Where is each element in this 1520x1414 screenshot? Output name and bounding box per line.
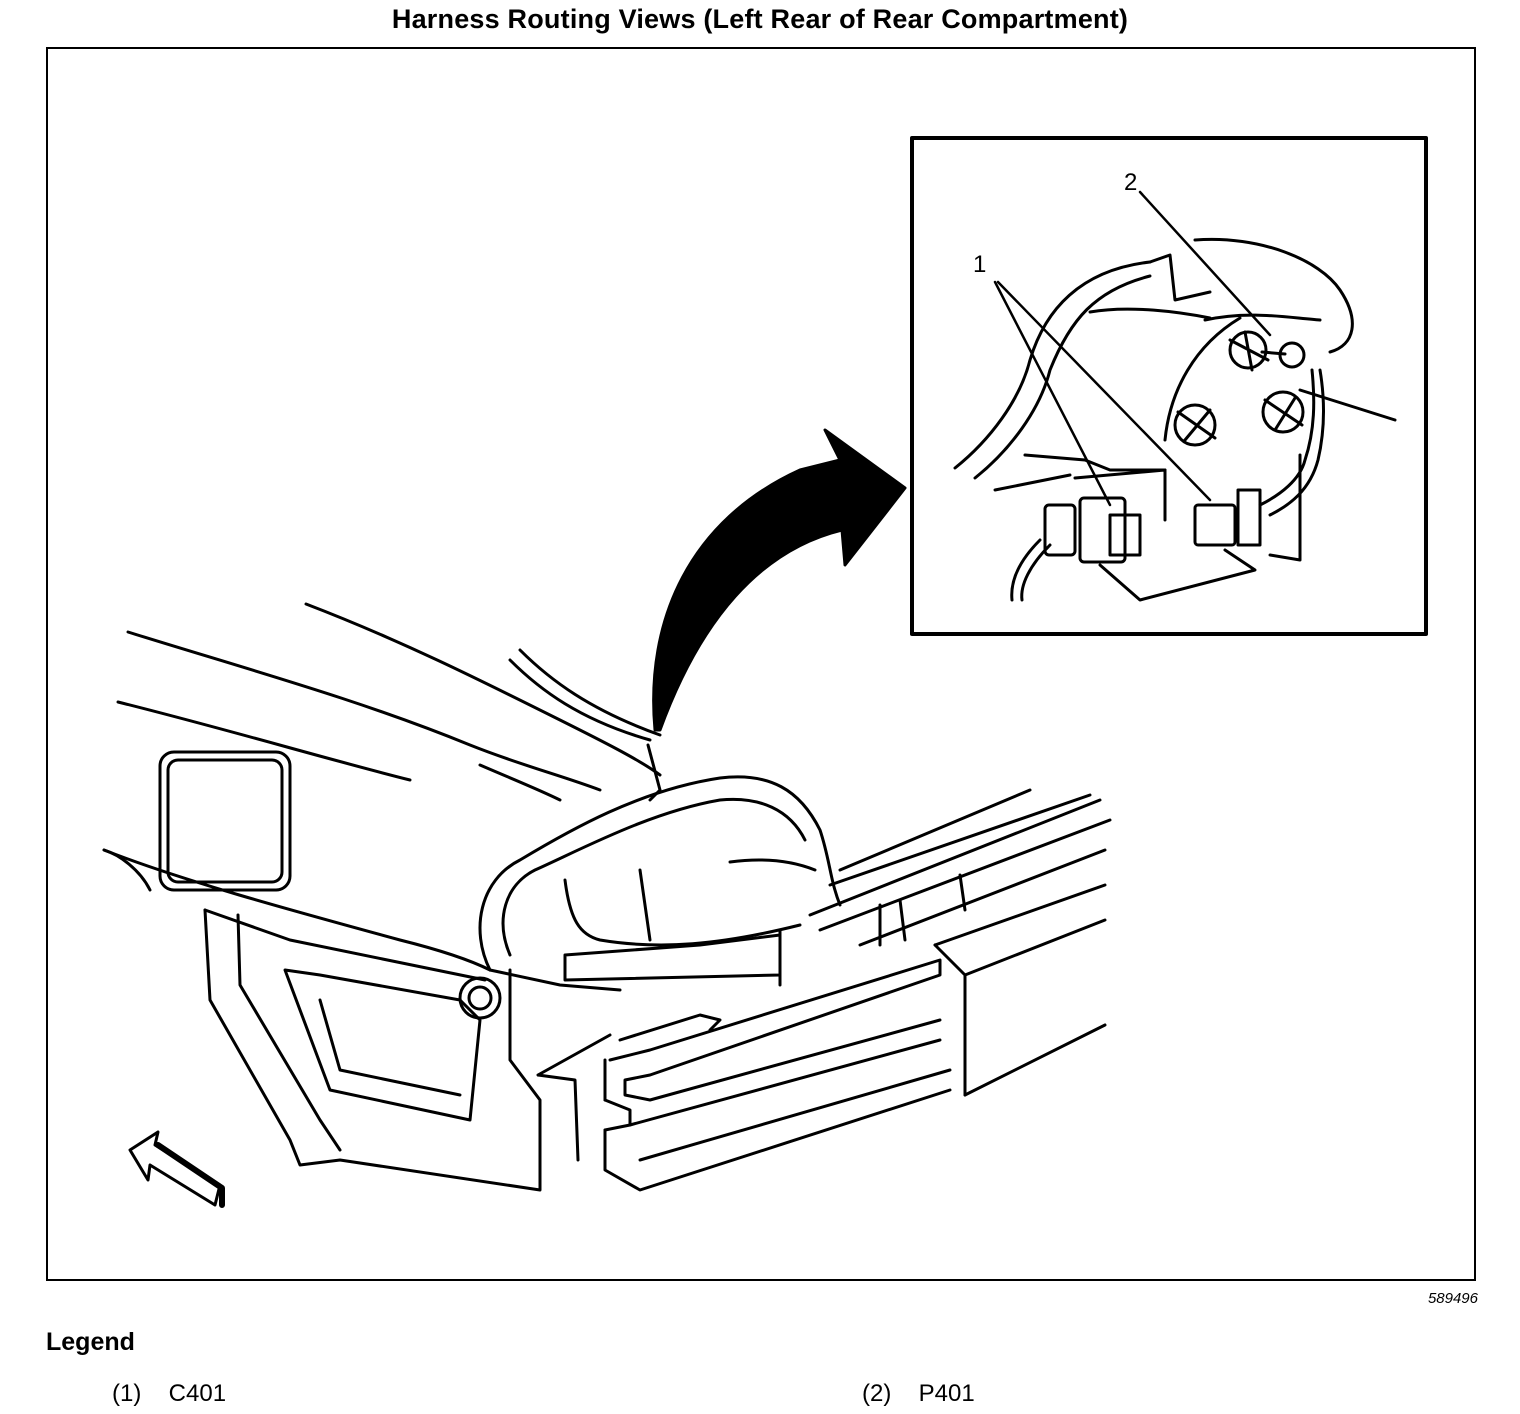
legend-item: (1) C401	[112, 1380, 226, 1408]
leader-line-1	[996, 280, 1212, 502]
legend-item-label: P401	[918, 1380, 975, 1407]
leader-line-2	[1138, 190, 1272, 337]
legend-item: (2) P401	[862, 1380, 975, 1408]
impact-beam	[608, 958, 942, 1102]
quarter-panel-recess	[283, 968, 482, 1122]
inset-artwork	[953, 237, 1397, 602]
body-contour-line	[304, 602, 662, 777]
diagram-title: Harness Routing Views (Left Rear of Rear…	[391, 4, 1129, 34]
bumper-top-line	[808, 798, 1102, 917]
body-contour-line	[508, 658, 652, 742]
quarter-panel-recess-inner	[318, 998, 462, 1097]
tail-light-housing-inner	[501, 797, 807, 957]
bumper-end	[963, 918, 1107, 977]
legend-item-label: C401	[168, 1380, 227, 1407]
callout-label-2: 2	[1124, 169, 1137, 196]
bumper-face	[858, 848, 1107, 947]
body-contour-line	[126, 630, 602, 792]
bumper-top-line	[818, 818, 1112, 932]
tail-light-lower	[563, 933, 782, 982]
legend-heading: Legend	[46, 1328, 135, 1356]
bumper-end	[963, 1023, 1107, 1097]
bumper-top-line	[838, 788, 1032, 872]
beam-bracket	[536, 1033, 612, 1162]
figure-number: 589496	[1427, 1290, 1478, 1307]
callout-label-1: 1	[973, 251, 986, 278]
tail-light-housing	[478, 775, 842, 972]
bolt-head	[458, 976, 502, 1020]
tail-light-rib	[638, 868, 652, 942]
tail-light-lower	[563, 878, 802, 947]
body-contour-line	[478, 763, 562, 802]
direction-arrow-shadow	[155, 1142, 225, 1208]
detail-inset	[910, 136, 1428, 636]
bumper-top-line	[828, 793, 1092, 887]
impact-beam	[628, 1038, 942, 1127]
fuel-door	[158, 750, 292, 892]
quarter-panel	[203, 908, 542, 1192]
bumper-face	[778, 873, 967, 987]
direction-arrow	[128, 1130, 222, 1207]
quarter-panel-inner	[236, 913, 342, 1152]
body-contour-line	[518, 648, 662, 737]
legend-item-number: (2)	[862, 1380, 892, 1407]
leader-line-1	[993, 280, 1112, 507]
tail-light-rib	[728, 858, 817, 872]
panel-edge	[203, 908, 487, 982]
bumper-end	[933, 883, 1107, 947]
impact-beam	[618, 1013, 722, 1042]
body-lower-edge	[102, 848, 492, 972]
wheel-arch	[102, 848, 152, 892]
legend-item-number: (1)	[112, 1380, 142, 1407]
harness-groove	[646, 743, 662, 802]
diagram-frame	[46, 47, 1476, 1281]
bolt-head-inner	[467, 985, 493, 1011]
callout-arrow	[652, 428, 907, 732]
tail-light-lens	[488, 968, 622, 992]
impact-beam	[638, 1068, 952, 1162]
impact-beam	[603, 1088, 952, 1192]
body-contour-line	[116, 700, 412, 782]
fuel-door-inner	[166, 758, 284, 884]
